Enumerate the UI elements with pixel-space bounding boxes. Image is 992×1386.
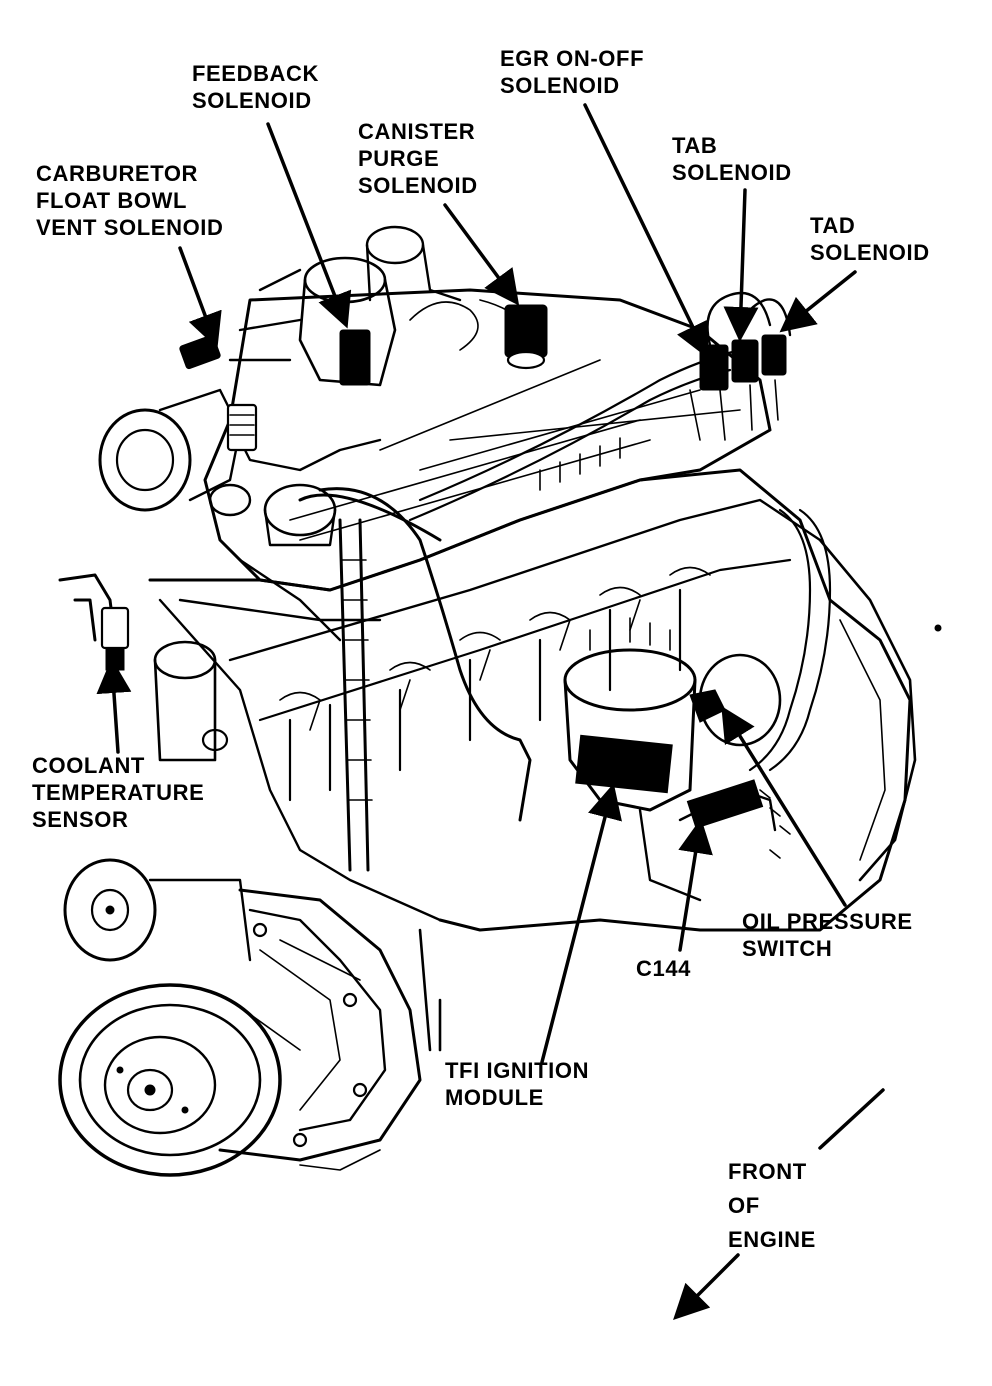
- hoses-and-wiring: [178, 348, 832, 872]
- label-c144-connector: C144: [636, 955, 691, 982]
- label-line: CANISTER: [358, 119, 476, 144]
- thermostat-housing: [58, 573, 229, 762]
- carburetor-assembly: [228, 225, 541, 387]
- label-line: SOLENOID: [358, 173, 478, 198]
- label-tab-solenoid: TAB SOLENOID: [672, 132, 792, 186]
- label-line: MODULE: [445, 1085, 544, 1110]
- label-line: COOLANT: [32, 753, 145, 778]
- label-canister-purge-solenoid: CANISTER PURGE SOLENOID: [358, 118, 478, 199]
- engine-block: [148, 288, 912, 932]
- oil-filler-cap: [263, 483, 337, 547]
- label-line: CARBURETOR: [36, 161, 199, 186]
- label-line: ENGINE: [728, 1227, 816, 1252]
- label-carburetor-float-bowl-vent-solenoid: CARBURETOR FLOAT BOWL VENT SOLENOID: [36, 160, 224, 241]
- label-line: TAB: [672, 133, 718, 158]
- label-line: TFI IGNITION: [445, 1058, 590, 1083]
- label-egr-on-off-solenoid: EGR ON-OFF SOLENOID: [500, 45, 644, 99]
- leader-lines: [96, 103, 857, 1064]
- label-coolant-temperature-sensor: COOLANT TEMPERATURE SENSOR: [32, 752, 204, 833]
- label-front-of-engine: FRONT OF ENGINE: [728, 1155, 816, 1257]
- front-direction-arrow: [673, 1088, 885, 1320]
- label-line: FEEDBACK: [192, 61, 320, 86]
- label-tad-solenoid: TAD SOLENOID: [810, 212, 930, 266]
- label-line: SOLENOID: [500, 73, 620, 98]
- label-line: C144: [636, 956, 691, 981]
- label-line: SWITCH: [742, 936, 833, 961]
- label-line: OF: [728, 1193, 760, 1218]
- crankshaft-damper: [58, 983, 282, 1177]
- label-feedback-solenoid: FEEDBACK SOLENOID: [192, 60, 319, 114]
- label-line: EGR ON-OFF: [500, 46, 645, 71]
- label-line: FRONT: [728, 1159, 807, 1184]
- label-line: OIL PRESSURE: [742, 909, 913, 934]
- label-line: FLOAT BOWL: [36, 188, 187, 213]
- distributor: [563, 617, 702, 902]
- label-line: VENT SOLENOID: [36, 215, 224, 240]
- label-line: PURGE: [358, 146, 440, 171]
- label-tfi-ignition-module: TFI IGNITION MODULE: [445, 1057, 589, 1111]
- label-line: SENSOR: [32, 807, 129, 832]
- oil-pressure-switch-area: [678, 653, 791, 859]
- label-line: SOLENOID: [192, 88, 312, 113]
- oil-pan: [299, 928, 442, 1171]
- water-pump-pulley: [63, 858, 252, 962]
- label-line: TAD: [810, 213, 856, 238]
- label-oil-pressure-switch: OIL PRESSURE SWITCH: [742, 908, 913, 962]
- timing-cover: [218, 888, 422, 1162]
- bellhousing: [818, 538, 942, 882]
- label-line: TEMPERATURE: [32, 780, 205, 805]
- label-line: SOLENOID: [672, 160, 792, 185]
- label-line: SOLENOID: [810, 240, 930, 265]
